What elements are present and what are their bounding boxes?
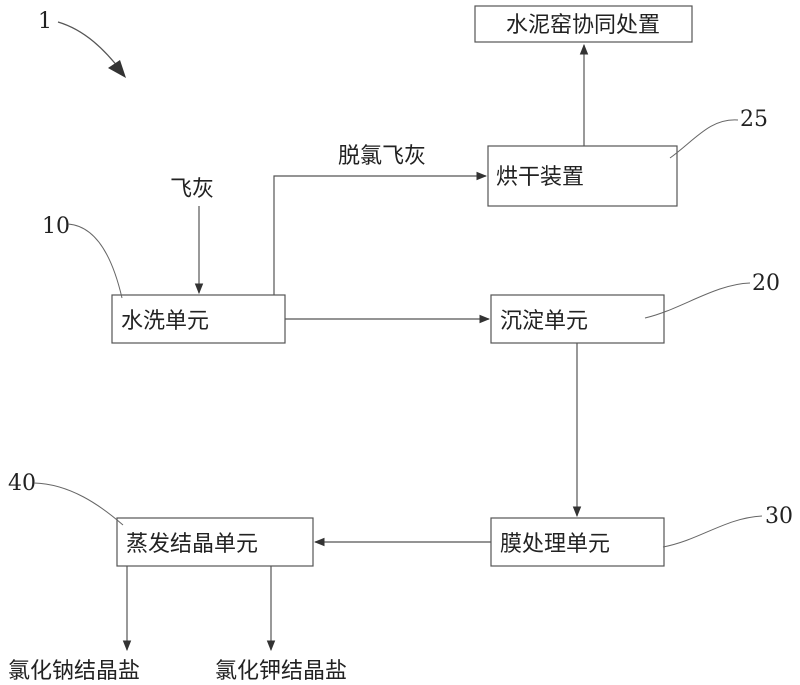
- cement-kiln-box: [474, 5, 693, 43]
- leader-evaporation: [33, 482, 124, 526]
- evaporation-box: [116, 517, 314, 567]
- leader-sedimentation: [644, 282, 751, 319]
- figure-number: 1: [38, 9, 52, 34]
- ref-water-wash: 10: [42, 214, 70, 239]
- fly-ash-label: 飞灰: [170, 177, 214, 202]
- dryer-label: 烘干装置: [496, 165, 584, 190]
- membrane-box: [490, 517, 665, 567]
- water-wash-box: [111, 294, 286, 344]
- evaporation-label: 蒸发结晶单元: [126, 532, 258, 557]
- ref-dryer: 25: [740, 107, 768, 132]
- figure-pointer: [57, 21, 123, 73]
- nacl-output-label: 氯化钠结晶盐: [8, 659, 140, 684]
- sedimentation-box: [490, 294, 665, 344]
- leader-water-wash: [67, 223, 123, 299]
- ref-sedimentation: 20: [752, 271, 780, 296]
- dryer-box: [487, 145, 678, 207]
- ref-evaporation: 40: [8, 471, 36, 496]
- kcl-output-label: 氯化钾结晶盐: [215, 659, 347, 684]
- cement-kiln-label: 水泥窑协同处置: [506, 13, 660, 38]
- arrow-wash-to-dryer: [273, 171, 488, 295]
- ref-membrane: 30: [765, 504, 793, 529]
- leader-membrane: [662, 515, 763, 548]
- dechlorinated-fly-ash-label: 脱氯飞灰: [338, 144, 426, 169]
- figure-pointer-arrow: [108, 60, 126, 78]
- membrane-label: 膜处理单元: [500, 532, 610, 557]
- leader-dryer: [669, 119, 739, 159]
- water-wash-label: 水洗单元: [121, 309, 209, 334]
- sedimentation-label: 沉淀单元: [500, 309, 588, 334]
